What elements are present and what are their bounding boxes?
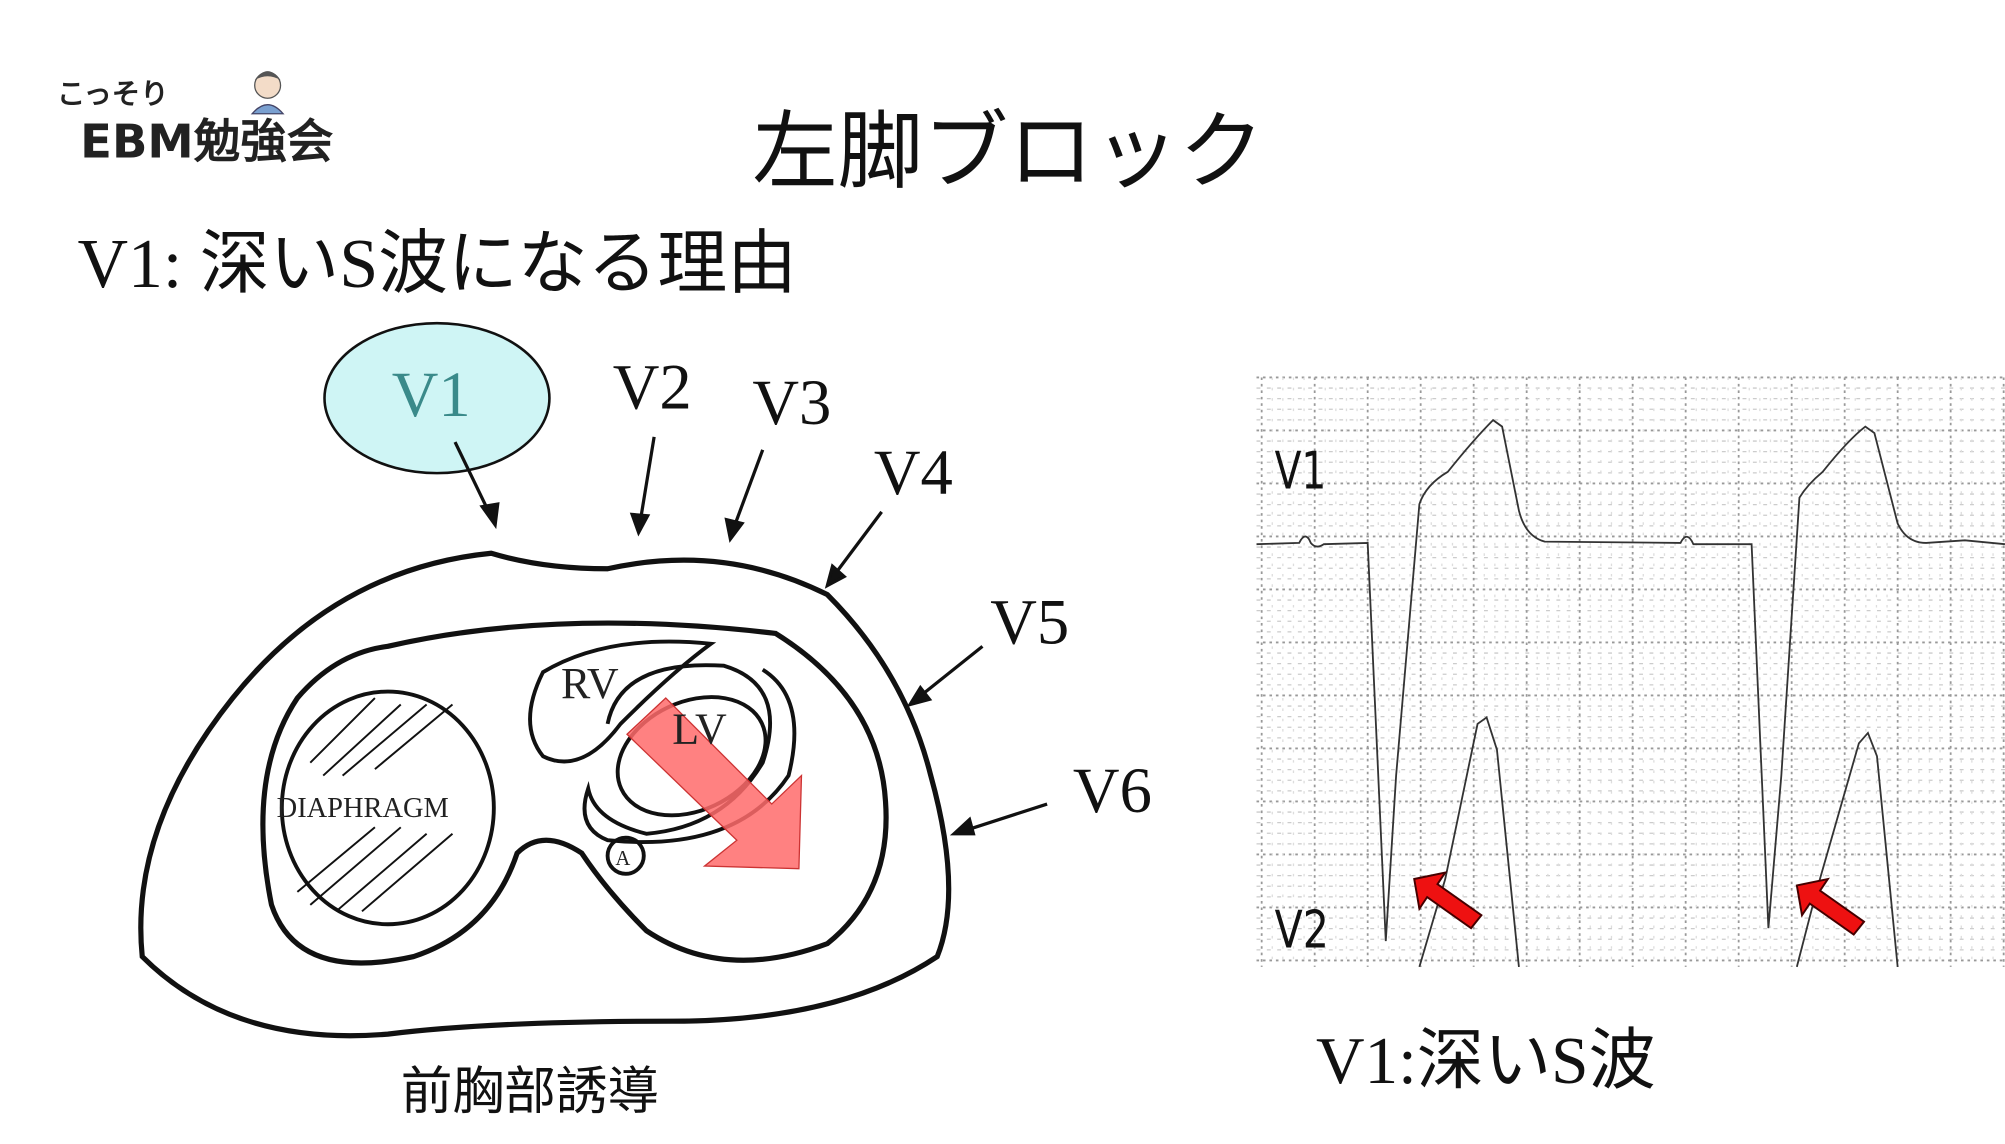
page-title: 左脚ブロック: [752, 103, 1264, 202]
chest-outline: [138, 550, 952, 1039]
inner-cavity: [260, 620, 889, 966]
lead-arrows: [453, 436, 1048, 836]
lead-label-v5: V5: [990, 586, 1069, 658]
ecg-lead-label-v2: V2: [1275, 901, 1329, 961]
lead-label-v1: V1: [392, 358, 471, 430]
label-diaphragm: DIAPHRAGM: [277, 793, 449, 824]
ecg-trace-v2-beat2: [1795, 731, 1899, 968]
lv-depolarization-arrow: [626, 697, 803, 870]
lead-label-v2: V2: [613, 350, 692, 422]
lead-label-v3: V3: [752, 366, 831, 438]
diagram-caption: 前胸部誘導: [401, 1062, 659, 1122]
ecg-trace-v1: [1256, 418, 2005, 942]
ecg-red-arrows: [1413, 871, 1866, 936]
label-lv: LV: [672, 704, 727, 753]
logo-line1: こっそり: [57, 77, 169, 110]
ecg-grid: [1256, 376, 2005, 967]
ecg-traces: [1256, 418, 2005, 968]
v1-highlight-ellipse: [323, 321, 551, 475]
s-wave-arrow-2: [1795, 877, 1866, 936]
rv-outline: [528, 639, 717, 764]
s-wave-arrow-1: [1413, 871, 1483, 930]
diaphragm-hatching: [296, 697, 454, 913]
label-aorta: A: [615, 848, 630, 870]
label-rv: RV: [561, 659, 619, 708]
aorta-circle: [605, 835, 646, 876]
diaphragm-outline: [279, 689, 496, 927]
lead-label-v6: V6: [1073, 754, 1152, 826]
logo-line2: EBM勉強会: [80, 115, 334, 169]
subtitle: V1: 深いS波になる理由: [78, 226, 797, 303]
ecg-lead-label-v1: V1: [1275, 442, 1327, 502]
ecg-caption: V1:深いS波: [1316, 1023, 1656, 1098]
lv-outline: [582, 663, 797, 845]
avatar-icon: [250, 71, 285, 115]
chest-diagram: [138, 321, 952, 1039]
logo: こっそり EBM勉強会: [57, 71, 334, 169]
lead-label-v4: V4: [874, 436, 953, 508]
ecg-trace-v2: [1418, 715, 1520, 968]
